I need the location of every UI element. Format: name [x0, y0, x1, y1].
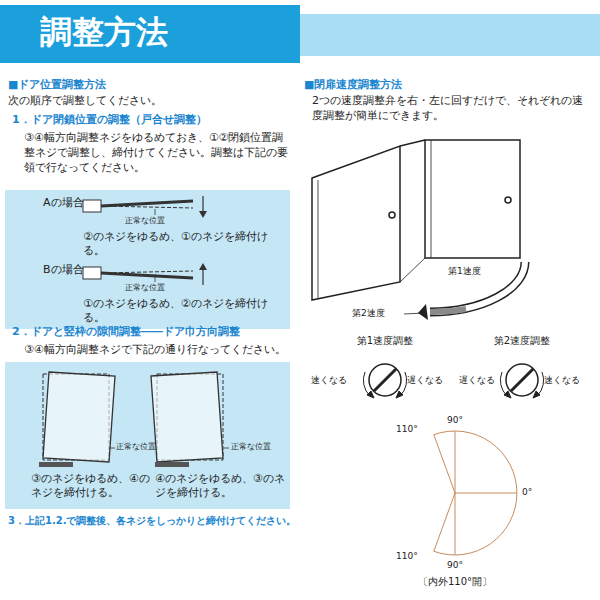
section-heading: ■閉扉速度調整方法	[304, 78, 594, 93]
direction-label: 遅くなる	[459, 374, 501, 386]
angle-label: 0°	[522, 486, 546, 498]
speed-arc	[404, 262, 525, 320]
instruction-text: ②のネジをゆるめ、①のネジを締付ける。	[83, 230, 287, 259]
case-heading: Aの場合	[43, 196, 103, 210]
direction-label: 遅くなる	[407, 374, 449, 386]
instruction-text: ④のネジをゆるめ、③のネジを締付ける。	[155, 472, 285, 501]
section-heading: ■ドア位置調整方法	[8, 78, 298, 93]
speed-valve	[363, 364, 543, 398]
angle-label: 110°	[396, 550, 430, 562]
instruction-text: ③④幅方向調整ネジで下記の通り行なってください。	[24, 343, 294, 358]
instruction-text: ③のネジをゆるめ、④のネジを締付ける。	[31, 472, 153, 501]
instruction-text: 2つの速度調整弁を右・左に回すだけで、それぞれの速度調整が簡単にできます。	[312, 94, 592, 124]
case-panel: Aの場合正常な位置 ②のネジをゆるめ、①のネジを締付ける。	[5, 190, 290, 262]
valve-title: 第2速度調整	[477, 334, 567, 348]
angle-label: 90°	[438, 559, 472, 571]
opening-note: 〔内外110°開〕	[395, 575, 515, 589]
speed-label: 第1速度	[448, 265, 504, 277]
direction-label: 速くなる	[311, 374, 353, 386]
position-note: 正常な位置	[116, 442, 166, 452]
case-heading: Bの場合	[43, 263, 103, 277]
valve-title: 第1速度調整	[340, 334, 430, 348]
angle-label: 110°	[396, 423, 430, 435]
position-note: 正常な位置	[125, 216, 185, 226]
angle-diagram	[434, 431, 517, 555]
instruction-text: ①のネジをゆるめ、②のネジを締付ける。	[83, 297, 287, 326]
door-illustration	[312, 140, 520, 300]
case-panel: Bの場合正常な位置 ①のネジをゆるめ、②のネジを締付ける。	[5, 257, 290, 329]
angle-label: 90°	[438, 414, 472, 426]
step-heading: 3．上記1.2.で調整後、各ネジをしっかりと締付けてください。	[8, 514, 338, 528]
instruction-text: ③④幅方向調整ネジをゆるめておき、①②閉鎖位置調整ネジで調整し、締付けてください…	[24, 131, 288, 176]
step-heading: 1．ドア閉鎖位置の調整（戸合せ調整）	[12, 113, 302, 128]
speed-label: 第2速度	[352, 307, 404, 319]
gap-panel: 正常な位置 ③のネジをゆるめ、④のネジを締付ける。 正常な位置 ④のネジをゆるめ、③の…	[5, 362, 290, 509]
instruction-text: 次の順序で調整してください。	[8, 94, 298, 109]
direction-label: 速くなる	[544, 374, 586, 386]
banner-box	[0, 5, 300, 63]
position-note: 正常な位置	[231, 442, 287, 452]
step-heading: 2．ドアと竪枠の隙間調整――ドア巾方向調整	[12, 325, 302, 340]
page-title: 調整方法	[40, 11, 168, 54]
position-note: 正常な位置	[125, 283, 185, 293]
